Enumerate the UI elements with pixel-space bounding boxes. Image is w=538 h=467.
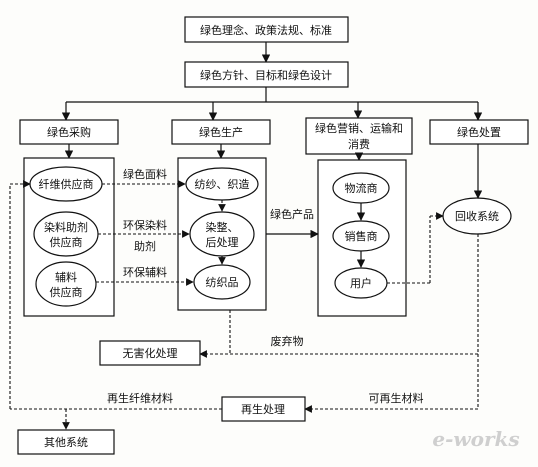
other-system-label: 其他系统 — [44, 436, 88, 449]
user-label: 用户 — [350, 276, 372, 290]
seller-label: 销售商 — [345, 229, 378, 243]
logistics-label: 物流商 — [345, 181, 378, 195]
dye-supplier-label-line1: 染料助剂 — [44, 220, 88, 234]
dyeing-label-line1: 染整、 — [206, 220, 239, 234]
regen-label: 再生处理 — [241, 402, 285, 416]
flow-renewable: 可再生材料 — [369, 391, 424, 405]
recycle-label: 回收系统 — [455, 209, 499, 223]
dyeing-node — [189, 211, 255, 257]
procurement-label: 绿色采购 — [47, 125, 91, 139]
policy-label: 绿色理念、政策法规、标准 — [200, 23, 332, 37]
dye-supplier-label-line2: 供应商 — [50, 235, 83, 249]
marketing-header — [305, 117, 413, 155]
marketing-label-line2: 消费 — [348, 137, 370, 151]
design-label: 绿色方针、目标和绿色设计 — [200, 68, 332, 82]
aux-supplier-label-line2: 供应商 — [50, 285, 83, 299]
aux-supplier-label-line1: 辅料 — [55, 270, 77, 284]
policy-box — [184, 16, 349, 43]
aux-supplier-node — [35, 261, 97, 307]
regen-box — [221, 396, 306, 422]
eworks-watermark: e-works — [432, 427, 519, 451]
textile-label: 纺织品 — [206, 275, 239, 289]
flow-recycled-fiber: 再生纤维材料 — [107, 391, 173, 405]
flow-eco-dye-line2: 助剂 — [134, 239, 156, 253]
disposal-header — [429, 119, 529, 145]
flow-green-fabric: 绿色面料 — [123, 167, 167, 181]
dye-supplier-node — [33, 211, 99, 257]
flow-waste: 废弃物 — [271, 334, 304, 348]
design-box — [184, 61, 349, 88]
flow-eco-aux: 环保辅料 — [123, 265, 167, 279]
harmless-label: 无害化处理 — [123, 346, 178, 360]
procurement-header — [19, 119, 119, 145]
textile-node — [193, 264, 251, 300]
spin-label: 纺纱、织造 — [195, 177, 250, 191]
other-system-box — [17, 429, 115, 455]
flow-green-product: 绿色产品 — [270, 207, 314, 221]
harmless-box — [99, 340, 201, 366]
disposal-label: 绿色处置 — [457, 125, 501, 139]
fiber-supplier-label: 纤维供应商 — [39, 177, 94, 191]
production-label: 绿色生产 — [199, 125, 243, 139]
flow-eco-dye-line1: 环保染料 — [123, 218, 167, 232]
marketing-label-line1: 绿色营销、运输和 — [315, 121, 403, 135]
dyeing-label-line2: 后处理 — [206, 236, 239, 249]
